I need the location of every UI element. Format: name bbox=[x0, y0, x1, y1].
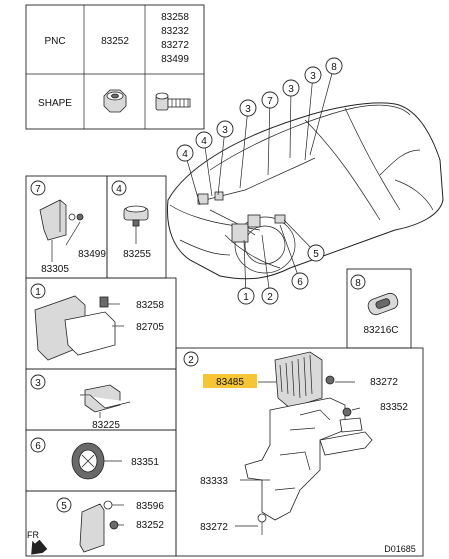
callout-3a-label: 3 bbox=[222, 125, 228, 136]
vehicle-outline bbox=[166, 102, 444, 280]
callout-7 bbox=[261, 91, 279, 109]
callout-4b bbox=[195, 131, 213, 149]
panel-5: 5 83596 83252 FR bbox=[25, 490, 177, 557]
pnc-col2-value-2: 83232 bbox=[161, 26, 189, 37]
panel-1-number: 1 bbox=[35, 287, 41, 298]
nut-shape-icon bbox=[103, 89, 127, 113]
panel-2-part-83352: 83352 bbox=[380, 402, 408, 413]
panel-7-part-83499: 83499 bbox=[78, 249, 106, 260]
panel-5-number: 5 bbox=[61, 501, 67, 512]
bolt-shape-icon bbox=[155, 92, 191, 111]
callout-6 bbox=[291, 272, 309, 290]
callout-1 bbox=[237, 287, 255, 305]
callout-2-label: 2 bbox=[267, 292, 273, 303]
callout-4b-label: 4 bbox=[201, 136, 207, 147]
panel-8-part-83216c: 83216C bbox=[363, 325, 398, 336]
pnc-col2-value-1: 83258 bbox=[161, 12, 189, 23]
panel-5-part-83596: 83596 bbox=[136, 501, 164, 512]
panel-7-part-83305: 83305 bbox=[41, 264, 69, 275]
panel-7: 7 83499 83305 bbox=[25, 175, 108, 279]
callout-8 bbox=[325, 57, 343, 75]
callout-leaders bbox=[184, 65, 335, 297]
pnc-table: PNC SHAPE 83252 83258 83232 83272 83499 bbox=[25, 4, 205, 130]
pnc-header: PNC bbox=[44, 36, 65, 47]
panel-6: 6 83351 bbox=[25, 429, 177, 492]
callout-3c-label: 3 bbox=[288, 84, 294, 95]
panel-6-part-83351: 83351 bbox=[131, 457, 159, 468]
callout-6-label: 6 bbox=[297, 277, 303, 288]
front-label: FR bbox=[27, 530, 39, 540]
callout-4a bbox=[176, 144, 194, 162]
shape-header: SHAPE bbox=[38, 98, 72, 109]
panel-1-part-82705: 82705 bbox=[136, 322, 164, 333]
callout-5-label: 5 bbox=[313, 249, 319, 260]
callout-1-label: 1 bbox=[243, 292, 249, 303]
panel-4-part-83255: 83255 bbox=[123, 249, 151, 260]
panel-2-part-83485: 83485 bbox=[216, 377, 244, 388]
callout-3b-label: 3 bbox=[245, 104, 251, 115]
panel-4: 4 83255 bbox=[106, 175, 167, 279]
callout-3d bbox=[304, 66, 322, 84]
panel-2-part-83333: 83333 bbox=[200, 476, 228, 487]
pnc-col2-value-4: 83499 bbox=[161, 54, 189, 65]
panel-4-number: 4 bbox=[116, 184, 122, 195]
panel-8-number: 8 bbox=[355, 278, 361, 289]
callout-2 bbox=[261, 287, 279, 305]
callout-3b bbox=[239, 99, 257, 117]
panel-1: 1 83258 82705 bbox=[25, 277, 177, 370]
callout-3c bbox=[282, 79, 300, 97]
panel-3-part-83225: 83225 bbox=[92, 420, 120, 431]
panel-5-part-83252: 83252 bbox=[136, 520, 164, 531]
callout-3a bbox=[216, 120, 234, 138]
front-direction-arrow-icon bbox=[31, 539, 48, 555]
diagram-code: D01685 bbox=[384, 544, 416, 554]
panel-2: 2 83485 83272 83352 83333 83272 bbox=[175, 347, 424, 557]
panel-1-part-83258: 83258 bbox=[136, 300, 164, 311]
panel-3-number: 3 bbox=[35, 378, 41, 389]
panel-6-number: 6 bbox=[35, 441, 41, 452]
highlight-83485 bbox=[203, 374, 257, 388]
callout-3d-label: 3 bbox=[310, 71, 316, 82]
panel-2-part-83272-bottom: 83272 bbox=[200, 522, 228, 533]
callout-8-label: 8 bbox=[331, 62, 337, 73]
panel-3: 3 83225 bbox=[25, 368, 177, 431]
vehicle-callouts: 4 4 3 3 7 3 3 8 1 2 6 5 bbox=[176, 57, 343, 305]
panel-2-part-83272-top: 83272 bbox=[370, 377, 398, 388]
panel-8: 8 83216C bbox=[346, 268, 412, 349]
callout-4a-label: 4 bbox=[182, 149, 188, 160]
panel-7-number: 7 bbox=[35, 184, 41, 195]
callout-5 bbox=[307, 244, 325, 262]
pnc-col2-value-3: 83272 bbox=[161, 40, 189, 51]
callout-7-label: 7 bbox=[267, 96, 273, 107]
pnc-col1-value: 83252 bbox=[101, 36, 129, 47]
panel-2-number: 2 bbox=[188, 355, 194, 366]
